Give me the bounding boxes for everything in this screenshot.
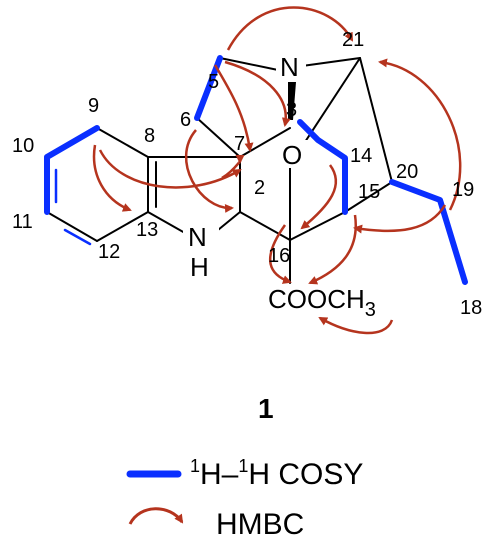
hmbc-h14-c16 [300, 164, 338, 230]
atom-n4: N [280, 52, 299, 82]
bond-c9-c8 [96, 127, 149, 158]
hmbc-h16-co [268, 224, 292, 284]
atom-o: O [282, 140, 302, 170]
nh-label-bg [183, 222, 219, 256]
cosy-c9-c10-c11 [44, 125, 100, 215]
bond-c5-n4 [219, 57, 279, 71]
hmbc-h9-c7 [98, 149, 242, 189]
num-15: 15 [358, 181, 380, 203]
hmbc-h6-c2 [184, 129, 234, 213]
bond-c13-n1 [147, 211, 186, 234]
bond-c15-c20 [344, 181, 393, 213]
atom-numbers: 5 21 6 3 7 9 8 10 11 12 13 2 14 15 20 19… [12, 29, 482, 319]
n-label-bg [276, 52, 306, 80]
compound-label: 1 [258, 393, 274, 424]
bond-c7-c3 [239, 127, 291, 158]
num-2: 2 [254, 177, 265, 199]
hmbc-h19-c15 [353, 204, 447, 234]
num-20: 20 [396, 161, 418, 183]
atom-n1-h: H [190, 252, 209, 282]
hmbc-h19-c21 [378, 58, 462, 211]
legend-hmbc-label: HMBC [216, 508, 304, 541]
num-19: 19 [452, 179, 474, 201]
o-label-bg [280, 140, 310, 168]
num-13: 13 [136, 219, 158, 241]
hmbc-h5-c7 [213, 64, 254, 152]
cosy-c20-c19-c18 [389, 179, 468, 285]
skeleton-bonds [46, 57, 393, 284]
num-6: 6 [180, 109, 191, 131]
bond-n4-c21 [301, 57, 361, 67]
bond-c11-c12 [46, 211, 98, 242]
hmbc-h9-c13 [92, 144, 132, 212]
bond-c21-c20 [359, 57, 393, 183]
hmbc-h5-c21 [226, 6, 354, 51]
legend: 1H–1H COSY HMBC [126, 456, 363, 541]
num-3: 3 [286, 99, 297, 121]
bond-c7-c6 [196, 117, 241, 158]
bond-c21-o [304, 57, 361, 143]
legend-hmbc-swatch [128, 507, 184, 525]
bond-c16-c15 [289, 211, 346, 241]
hmbc-h5-c3 [224, 60, 291, 127]
stereo-wedge [288, 82, 296, 120]
num-18: 18 [460, 297, 482, 319]
atom-n1: N [188, 222, 207, 252]
num-16: 16 [268, 245, 290, 267]
num-5: 5 [208, 71, 219, 93]
num-8: 8 [144, 125, 155, 147]
num-12: 12 [98, 241, 120, 263]
bond-c2-c16 [239, 211, 291, 241]
hmbc-h2-c7 [221, 154, 245, 180]
num-21: 21 [342, 29, 364, 51]
hmbc-h15-c-ester [308, 214, 358, 285]
bond-c13-c12 [96, 211, 149, 242]
cosy-c3-c14-c15 [297, 119, 348, 215]
num-10: 10 [12, 135, 34, 157]
num-7: 7 [234, 133, 245, 155]
bond-n1-c2 [217, 211, 241, 231]
legend-cosy-label: 1H–1H COSY [190, 456, 363, 491]
num-9: 9 [88, 95, 99, 117]
hmbc-och3-co [318, 316, 394, 335]
cosy-aromatic-inner2 [63, 228, 92, 246]
hmbc-arrows [92, 6, 462, 335]
num-14: 14 [350, 145, 372, 167]
num-11: 11 [12, 211, 33, 233]
ester-label: COOCH3 [268, 284, 376, 321]
